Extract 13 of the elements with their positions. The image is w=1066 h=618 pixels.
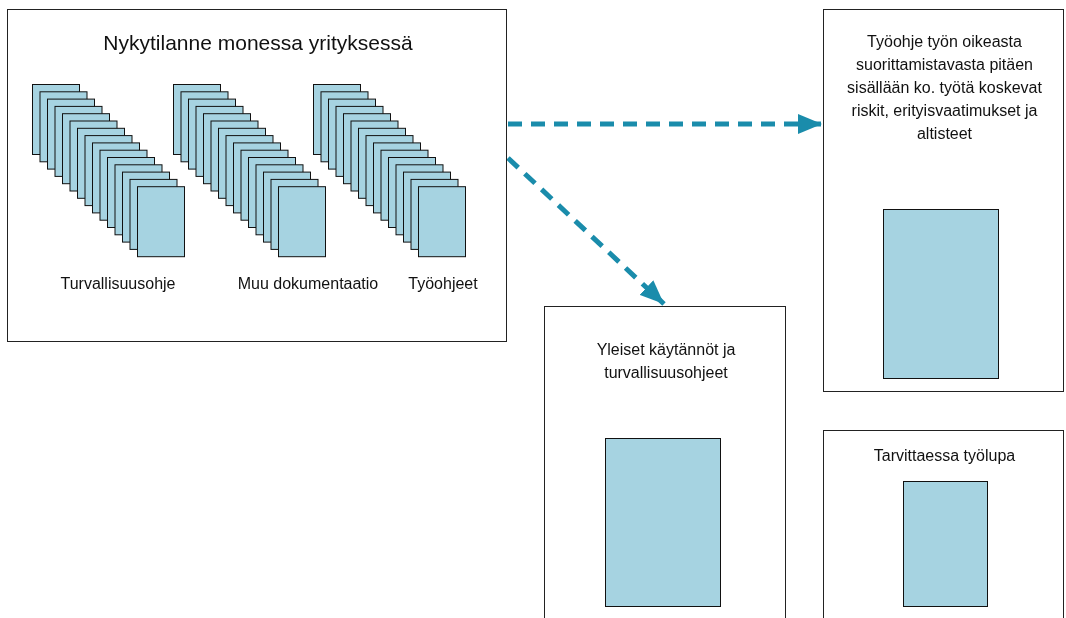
panel-heading: Työohje työn oikeasta suorittamistavasta pitäen sisällään ko. työtä koskevat riskit, erityisvaatimukset ja altisteet xyxy=(846,32,1043,144)
panel-box xyxy=(544,306,786,618)
panel-box xyxy=(7,9,507,342)
document-caption: Muu dokumentaatio xyxy=(236,274,380,294)
document-caption: Työohjeet xyxy=(407,274,479,294)
arrow xyxy=(508,114,822,134)
arrow xyxy=(506,156,666,306)
panel-box xyxy=(823,430,1064,618)
panel-box xyxy=(823,9,1064,392)
panel-heading: Yleiset käytännöt ja turvallisuusohjeet xyxy=(595,340,737,383)
panel-heading: Tarvittaessa työlupa xyxy=(872,446,1017,466)
panel-heading: Nykytilanne monessa yrityksessä xyxy=(102,30,414,56)
document-caption: Turvallisuusohje xyxy=(59,274,177,294)
